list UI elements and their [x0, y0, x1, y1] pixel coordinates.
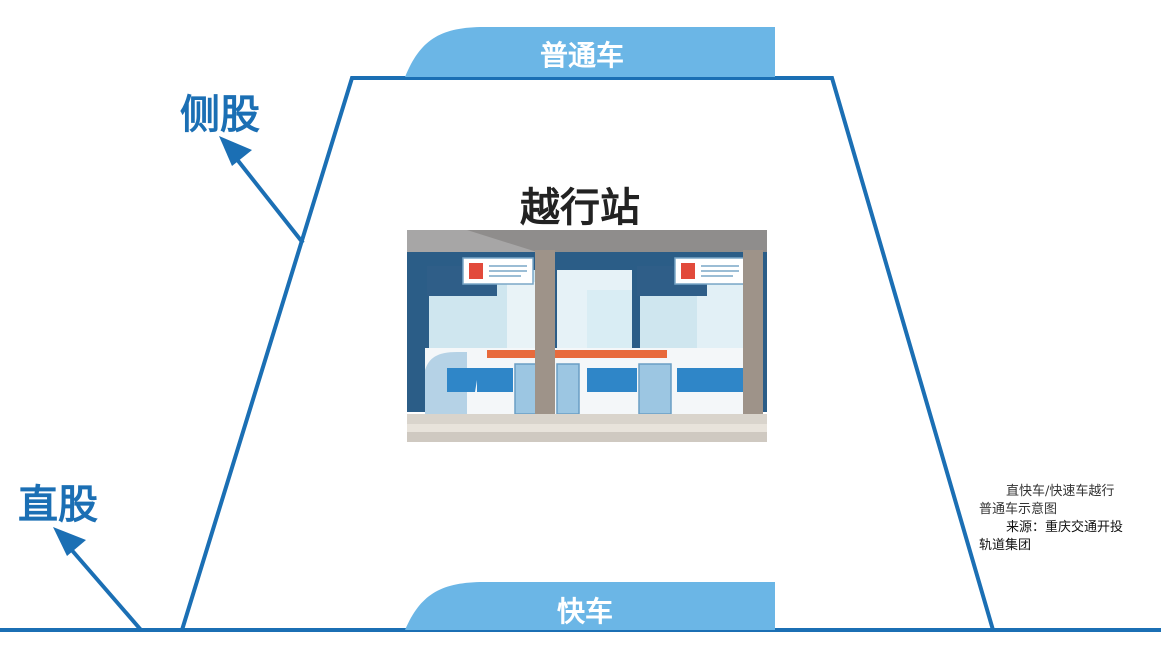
station-illustration [407, 230, 767, 442]
local-train-pill [405, 27, 775, 77]
main-track-arrow [53, 527, 143, 632]
side-track-loop [180, 76, 995, 631]
source-line-2: 轨道集团 [979, 538, 1032, 553]
express-train-label: 快车 [557, 595, 614, 628]
caption-line-2: 普通车示意图 [979, 502, 1058, 517]
caption-line-1: 直快车/快速车越行 [1006, 484, 1115, 499]
main-track-label: 直股 [18, 482, 98, 528]
source-line-1: 来源：重庆交通开投 [1006, 520, 1124, 535]
side-track-arrow [219, 136, 305, 245]
local-train-label: 普通车 [540, 39, 625, 72]
express-train-pill [405, 582, 775, 630]
station-title: 越行站 [520, 185, 640, 231]
side-track-label: 侧股 [180, 92, 260, 138]
